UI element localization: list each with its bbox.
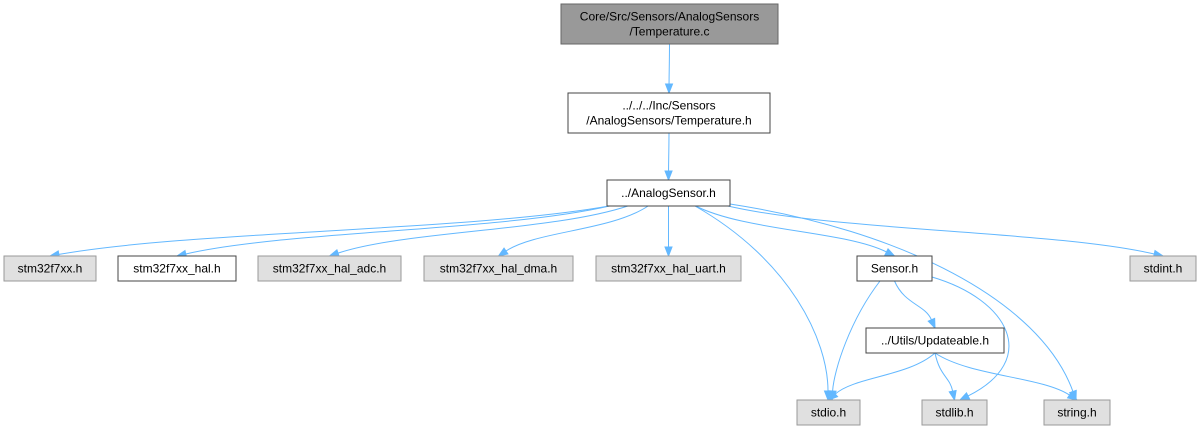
node-label: stm32f7xx_hal.h [133,262,220,276]
edge-line [694,205,829,392]
node-stm32f7xx-hal-h[interactable]: stm32f7xx_hal.h [117,255,237,282]
edge-line [931,276,1010,397]
node-box [560,3,779,45]
arrow-head-icon [664,170,673,182]
edge-line [58,205,610,255]
nodes-layer: Core/Src/Sensors/AnalogSensors/Temperatu… [3,3,1197,426]
edge-sensor-h-to-updateable-h [894,280,936,330]
node-label: Core/Src/Sensors/AnalogSensors [580,10,759,24]
node-label: stdlib.h [935,406,973,420]
node-temperature-c[interactable]: Core/Src/Sensors/AnalogSensors/Temperatu… [560,3,779,45]
edge-line [337,205,628,254]
arrow-head-icon [884,247,896,257]
edge-updateable-h-to-stdlib-h [934,352,957,402]
node-label: stm32f7xx_hal_dma.h [440,262,557,276]
arrow-head-icon [827,390,839,401]
node-label: ../AnalogSensor.h [621,186,716,200]
node-label: stdint.h [1144,262,1183,276]
node-box [567,92,771,134]
edge-line [894,280,932,320]
node-box [1129,255,1197,282]
edge-line [934,352,1070,396]
edge-analogsensor-h-to-stm32f7xx-hal-dma-h [497,205,649,257]
arrow-head-icon [664,83,674,95]
node-box [796,399,861,426]
node-analogsensor-h[interactable]: ../AnalogSensor.h [606,179,731,207]
arrow-head-icon [1066,391,1079,401]
edge-analogsensor-h-to-stm32f7xx-hal-h [175,205,610,258]
node-label: /Temperature.c [629,25,709,39]
edge-line [695,205,887,253]
edge-analogsensor-h-to-stm32f7xx-h [48,205,610,259]
arrow-head-icon [927,317,936,330]
arrow-head-icon [958,391,971,401]
node-box [606,179,731,207]
arrow-head-icon [497,247,509,257]
node-box [257,255,402,282]
edge-line [185,205,610,255]
edge-line [729,203,1074,392]
edge-analogsensor-h-to-sensor-h [695,205,896,257]
edge-updateable-h-to-string-h [934,352,1079,401]
arrow-head-icon [664,246,673,258]
node-label: stm32f7xx_hal_adc.h [273,262,386,276]
node-stdlib-h: stdlib.h [921,399,988,426]
edge-analogsensor-h-to-stdint-h [727,205,1165,258]
node-stm32f7xx-hal-uart-h: stm32f7xx_hal_uart.h [595,255,742,282]
node-updateable-h[interactable]: ../Utils/Updateable.h [865,327,1005,354]
node-label: /AnalogSensors/Temperature.h [586,114,751,128]
edge-temperature-c-to-temperature-h [664,43,674,95]
edge-analogsensor-h-to-stm32f7xx-hal-adc-h [328,205,628,257]
node-box [856,255,933,282]
node-stdio-h: stdio.h [796,399,861,426]
node-box [117,255,237,282]
node-label: Sensor.h [871,262,918,276]
edge-line [832,280,881,392]
edge-temperature-h-to-analogsensor-h [664,132,673,182]
node-box [921,399,988,426]
edge-analogsensor-h-to-stm32f7xx-hal-uart-h [664,206,673,258]
node-box [3,255,97,282]
node-stm32f7xx-hal-dma-h: stm32f7xx_hal_dma.h [423,255,574,282]
node-label: ../../../Inc/Sensors [622,99,715,113]
edge-line [934,352,954,392]
node-label: ../Utils/Updateable.h [881,334,989,348]
node-label: stdio.h [811,406,846,420]
node-string-h: string.h [1043,399,1111,426]
node-stm32f7xx-h: stm32f7xx.h [3,255,97,282]
node-box [865,327,1005,354]
node-label: string.h [1057,406,1096,420]
node-label: stm32f7xx.h [18,262,83,276]
edge-analogsensor-h-to-string-h [729,203,1077,402]
node-stm32f7xx-hal-adc-h: stm32f7xx_hal_adc.h [257,255,402,282]
node-box [423,255,574,282]
node-box [595,255,742,282]
arrow-head-icon [328,248,340,257]
edge-line [834,352,936,395]
edge-updateable-h-to-stdio-h [827,352,936,401]
node-label: stm32f7xx_hal_uart.h [611,262,726,276]
arrow-head-icon [948,389,957,402]
node-stdint-h: stdint.h [1129,255,1197,282]
edge-line [727,205,1155,255]
edge-analogsensor-h-to-stdio-h [694,205,833,402]
node-sensor-h[interactable]: Sensor.h [856,255,933,282]
node-box [1043,399,1111,426]
node-temperature-h[interactable]: ../../../Inc/Sensors/AnalogSensors/Tempe… [567,92,771,134]
edge-line [505,205,649,252]
